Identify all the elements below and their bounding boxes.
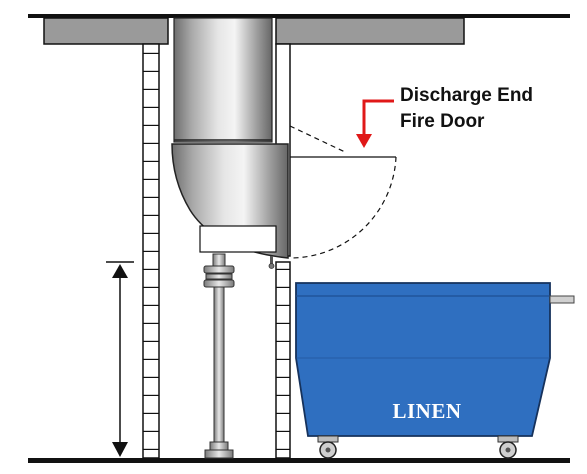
caster-left bbox=[317, 435, 339, 459]
fire-door-swing bbox=[289, 125, 397, 259]
callout-label-line-2: Fire Door bbox=[400, 111, 485, 132]
callout-label-line-1: Discharge End bbox=[400, 85, 534, 106]
height-dimension bbox=[106, 261, 134, 457]
floor-line bbox=[28, 458, 570, 463]
chute-elbow bbox=[171, 143, 289, 269]
ceiling-slab bbox=[28, 14, 570, 45]
chute-vertical bbox=[173, 17, 273, 143]
caster-right bbox=[497, 435, 519, 459]
linen-cart: LINEN bbox=[295, 282, 575, 459]
left-wall bbox=[142, 43, 160, 459]
callout-arrow bbox=[356, 99, 394, 148]
cart-label: LINEN bbox=[392, 399, 461, 423]
drain-pipe bbox=[203, 253, 235, 459]
cart-handle bbox=[549, 295, 575, 304]
